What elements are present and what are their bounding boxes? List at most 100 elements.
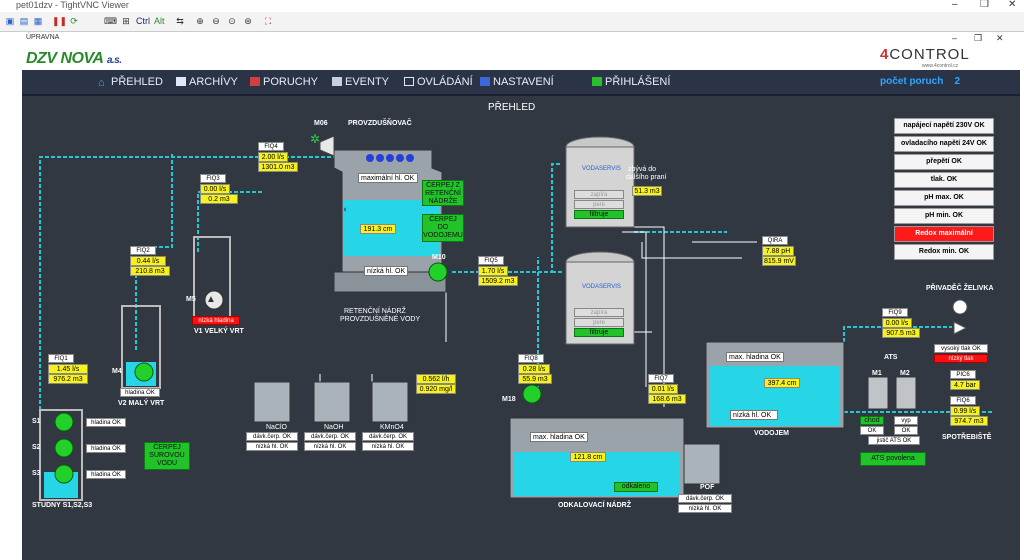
fault-count[interactable]: počet poruch 2 [880, 76, 961, 87]
fiq2-tag[interactable]: FIQ2 [130, 246, 156, 255]
window-title: pet01dzv - TightVNC Viewer [16, 0, 129, 10]
pic6-tag[interactable]: PIC6 [950, 370, 976, 379]
fiq6-tag[interactable]: FIQ6 [950, 396, 976, 405]
fiq9-tag[interactable]: FIQ9 [882, 308, 908, 317]
m2-vyp: vyp [894, 416, 918, 425]
m5-pump-icon[interactable]: ▲ [206, 294, 216, 305]
ctrl-key-button[interactable]: Ctrl [136, 16, 150, 26]
minimize-icon[interactable]: – [952, 0, 958, 10]
v2-label: V2 MALÝ VRT [118, 400, 165, 407]
nav-prihlaseni[interactable]: PŘIHLÁŠENÍ [592, 76, 670, 88]
kmno4-label: KMnO4 [380, 424, 404, 431]
status-redox-min[interactable]: Redox min. OK [894, 244, 994, 260]
status-230v[interactable]: napájecí napětí 230V OK [894, 118, 994, 134]
zoom-100-icon[interactable]: ⊙ [228, 16, 236, 26]
fullscreen-icon[interactable]: ⛶ [264, 16, 272, 26]
options-icon[interactable]: ▦ [33, 16, 43, 26]
qira-tag[interactable]: QIRA [762, 236, 788, 245]
odkal-max: max. hladina OK [530, 432, 588, 442]
ats-label: ATS [884, 354, 898, 361]
fiq5-tag[interactable]: FIQ5 [478, 256, 504, 265]
odkal-label: ODKALOVACÍ NÁDRŽ [558, 502, 631, 509]
nav-poruchy[interactable]: PORUCHY [250, 76, 318, 88]
refresh-icon[interactable]: ⟳ [70, 16, 78, 26]
fiq7-total: 168.6 m3 [648, 394, 686, 404]
m1-chod: chod [860, 416, 884, 425]
fiq3-tag[interactable]: FIQ3 [200, 174, 226, 183]
save-icon[interactable]: ▤ [19, 16, 29, 26]
fiq3-flow: 0.00 l/s [200, 184, 230, 194]
fiq8-tag[interactable]: FIQ8 [518, 354, 544, 363]
new-connection-icon[interactable]: ▣ [5, 16, 15, 26]
zoom-fit-icon[interactable]: ⊛ [244, 16, 252, 26]
status-24v[interactable]: ovladacího napětí 24V OK [894, 136, 994, 152]
status-ph-min[interactable]: pH min. OK [894, 208, 994, 224]
fiq9-total: 907.5 m3 [882, 328, 920, 338]
app-restore-icon[interactable]: ❐ [974, 33, 983, 43]
alt-key-button[interactable]: Alt [154, 16, 165, 26]
aerator-fan-icon[interactable]: ✲ [310, 132, 321, 146]
cerpej-surovou-button[interactable]: ČERPEJ SUROVOU VODU [144, 442, 190, 470]
alarm-icon [250, 77, 260, 86]
monitor-icon [404, 77, 414, 86]
pause-icon[interactable]: ❚❚ [52, 16, 68, 26]
naclo-level: nízká hl. OK [246, 442, 298, 451]
fiq5-flow: 1.70 l/s [478, 266, 508, 276]
retencni-min: nízká hl. OK [364, 266, 408, 276]
chart-icon [176, 77, 186, 86]
v1-level-alarm: nízká hladina [192, 316, 240, 325]
restore-icon[interactable]: ❐ [980, 0, 989, 10]
qira-mv: 815.9 mV [762, 256, 796, 266]
app-close-icon[interactable]: ✕ [996, 33, 1004, 43]
cerpej-retencni-button[interactable]: ČERPEJ Z RETENČNÍ NÁDRŽE [422, 180, 464, 206]
filter-remaining: 51.3 m3 [632, 186, 662, 196]
filter2-filtruje: filtruje [574, 328, 624, 337]
pof-label: POF [700, 484, 715, 491]
studny-label: STUDNY S1,S2,S3 [32, 502, 93, 509]
fiq3-total: 0.2 m3 [200, 194, 238, 204]
window-titlebar: pet01dzv - TightVNC Viewer – ❐ ✕ [0, 0, 1024, 12]
zoom-in-icon[interactable]: ⊕ [196, 16, 204, 26]
provzdusnovac-label: PROVZDUŠŇOVAČ [348, 120, 412, 127]
filter2-pere: pere [574, 318, 624, 327]
retencni-label: RETENČNÍ NÁDRŽ [344, 308, 406, 315]
vodaservis-logo-2: VODASERVIS [582, 284, 621, 290]
nav-ovladani[interactable]: OVLÁDÁNÍ [404, 76, 473, 88]
transfer-icon[interactable]: ⇆ [176, 16, 184, 26]
status-redox-max[interactable]: Redox maximální [894, 226, 994, 242]
retencni-label-2: PROVZDUŠNĚNÉ VODY [340, 316, 421, 323]
filter1-zapira: zapíra [574, 190, 624, 199]
nav-archivy[interactable]: ARCHÍVY [176, 76, 238, 88]
home-icon: ⌂ [98, 77, 105, 89]
status-prepeti[interactable]: přepětí OK [894, 154, 994, 170]
fiq1-flow: 1.45 l/s [48, 364, 88, 374]
nav-prehled[interactable]: ⌂PŘEHLED [98, 76, 163, 89]
fiq1-tag[interactable]: FIQ1 [48, 354, 74, 363]
cerpej-vodojem-button[interactable]: ČERPEJ DO VODOJEMU [422, 214, 464, 242]
app-minimize-icon[interactable]: – [952, 33, 958, 43]
ctrl-alt-del-icon[interactable]: ⌨ [104, 16, 117, 26]
kmno4-conc: 0.920 mg/l [416, 384, 456, 394]
fiq7-tag[interactable]: FIQ7 [648, 374, 674, 383]
close-icon[interactable]: ✕ [1008, 0, 1017, 10]
pof-pump: dávk.čerp. OK [678, 494, 732, 503]
fiq4-tag[interactable]: FIQ4 [258, 142, 284, 151]
win-key-icon[interactable]: ⊞ [122, 16, 130, 26]
zoom-out-icon[interactable]: ⊖ [212, 16, 220, 26]
filter1-pere: pere [574, 200, 624, 209]
page-title: PŘEHLED [488, 102, 536, 113]
nav-nastaveni[interactable]: NASTAVENÍ [480, 76, 554, 88]
vodojem-max: max. hladina OK [726, 352, 784, 362]
fiq2-total: 210.8 m3 [130, 266, 170, 276]
spotrebiste-label: SPOTŘEBIŠTĚ [942, 434, 992, 441]
pressure-low-alarm: nízký tlak [934, 354, 988, 363]
status-tlak[interactable]: tlak. OK [894, 172, 994, 188]
pressure-high: vysoký tlak OK [934, 344, 988, 353]
zbyva-label-2: dalšího praní [626, 174, 667, 181]
status-ph-max[interactable]: pH max. OK [894, 190, 994, 206]
s3-level: hladina OK [86, 470, 126, 479]
nav-eventy[interactable]: EVENTY [332, 76, 389, 88]
kmno4-pump: dávk.čerp. OK [362, 432, 414, 441]
s1-level: hladina OK [86, 418, 126, 427]
ats-povolena-button[interactable]: ATS povolena [860, 452, 926, 466]
